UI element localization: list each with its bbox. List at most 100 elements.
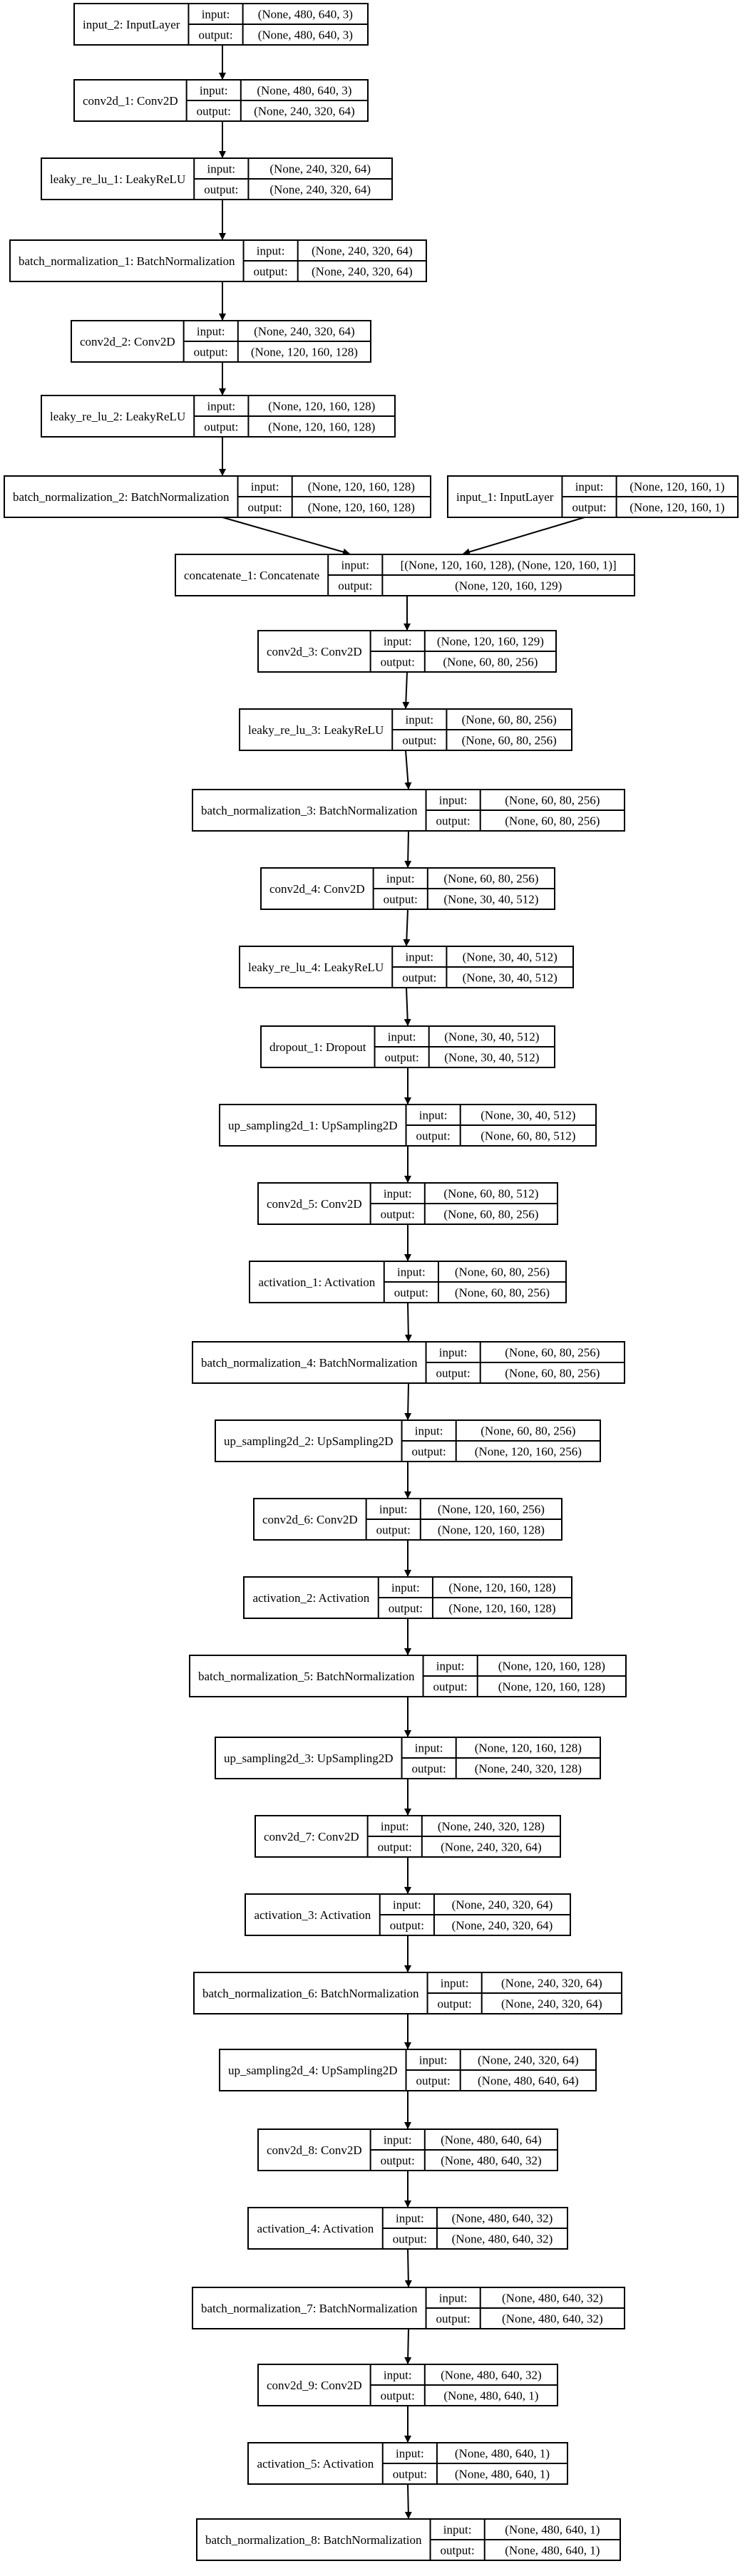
input-port-label: input: <box>443 2523 472 2537</box>
edge-batch_normalization_2-to-concatenate_1 <box>222 517 350 556</box>
output-port-label: output: <box>198 29 232 42</box>
input-port-label: input: <box>379 1503 408 1516</box>
input-port-label: input: <box>197 325 225 338</box>
input-shape: (None, 240, 320, 64) <box>254 325 355 338</box>
output-shape: (None, 480, 640, 1) <box>455 2468 550 2481</box>
layer-label: conv2d_2: Conv2D <box>80 335 175 348</box>
output-shape: (None, 60, 80, 256) <box>443 1208 538 1221</box>
input-shape: (None, 60, 80, 256) <box>443 872 538 886</box>
input-shape: (None, 120, 160, 1) <box>630 480 724 494</box>
output-shape: (None, 60, 80, 256) <box>505 814 600 828</box>
input-shape: (None, 60, 80, 256) <box>505 1346 600 1360</box>
input-shape: (None, 480, 640, 32) <box>441 2369 542 2382</box>
output-shape: (None, 240, 320, 64) <box>312 265 413 279</box>
input-shape: (None, 30, 40, 512) <box>481 1109 575 1122</box>
layer-label: up_sampling2d_2: UpSampling2D <box>224 1434 394 1448</box>
output-port-label: output: <box>254 265 288 279</box>
input-port-label: input: <box>207 162 235 176</box>
output-shape: (None, 120, 160, 1) <box>630 501 724 514</box>
input-shape: (None, 240, 320, 64) <box>452 1898 553 1912</box>
layer-label: batch_normalization_7: BatchNormalizatio… <box>201 2302 418 2315</box>
input-shape: (None, 30, 40, 512) <box>444 1030 539 1044</box>
edge-leaky_re_lu_3-to-batch_normalization_3 <box>404 750 412 790</box>
input-port-label: input: <box>341 559 369 572</box>
input-shape: (None, 240, 320, 64) <box>269 162 371 176</box>
output-shape: (None, 120, 160, 256) <box>475 1445 582 1459</box>
layer-label: conv2d_7: Conv2D <box>264 1830 359 1843</box>
edges-layer <box>219 45 585 2519</box>
input-port-label: input: <box>388 1030 416 1044</box>
layer-node-batch_normalization_4: batch_normalization_4: BatchNormalizatio… <box>192 1341 625 1384</box>
layer-node-up_sampling2d_3: up_sampling2d_3: UpSampling2D input: outpu… <box>215 1737 601 1779</box>
input-port-label: input: <box>384 635 412 648</box>
input-shape: (None, 240, 320, 64) <box>478 2054 579 2067</box>
layer-label: dropout_1: Dropout <box>269 1040 366 1054</box>
input-shape: (None, 30, 40, 512) <box>463 951 558 964</box>
layer-label: up_sampling2d_4: UpSampling2D <box>228 2064 398 2077</box>
input-port-label: input: <box>381 1820 409 1833</box>
layer-node-batch_normalization_5: batch_normalization_5: BatchNormalizatio… <box>189 1655 627 1697</box>
output-port-label: output: <box>416 2074 451 2088</box>
input-port-label: input: <box>415 1742 443 1755</box>
output-shape: (None, 60, 80, 256) <box>455 1286 550 1300</box>
output-port-label: output: <box>572 501 606 514</box>
input-port-label: input: <box>439 2292 468 2305</box>
output-port-label: output: <box>390 1919 424 1933</box>
layer-node-activation_1: activation_1: Activationinput:output:(No… <box>249 1261 567 1303</box>
input-shape: (None, 480, 640, 1) <box>505 2523 600 2537</box>
output-shape: (None, 120, 160, 128) <box>251 346 358 359</box>
output-port-label: output: <box>438 1997 472 2011</box>
input-port-label: input: <box>441 1977 469 1990</box>
output-shape: (None, 240, 320, 64) <box>269 183 371 197</box>
output-port-label: output: <box>436 2312 471 2326</box>
output-shape: (None, 240, 320, 64) <box>501 1997 602 2011</box>
output-shape: (None, 240, 320, 64) <box>441 1841 542 1854</box>
input-shape: (None, 120, 160, 128) <box>308 480 415 494</box>
layer-label: conv2d_6: Conv2D <box>262 1513 358 1526</box>
layer-node-up_sampling2d_1: up_sampling2d_1: UpSampling2Dinput:outpu… <box>219 1104 597 1147</box>
output-port-label: output: <box>378 1841 412 1854</box>
input-shape: (None, 120, 160, 128) <box>448 1581 555 1595</box>
input-shape: (None, 60, 80, 512) <box>443 1187 538 1201</box>
edge-batch_normalization_4-to-up_sampling2d_2 <box>404 1382 412 1420</box>
output-port-label: output: <box>384 893 418 906</box>
input-shape: (None, 120, 160, 128) <box>268 400 375 413</box>
output-port-label: output: <box>412 1762 446 1776</box>
output-shape: (None, 480, 640, 3) <box>258 29 353 42</box>
input-shape: (None, 120, 160, 256) <box>438 1503 545 1516</box>
output-port-label: output: <box>393 2233 427 2246</box>
input-shape: (None, 480, 640, 3) <box>258 8 353 21</box>
input-shape: (None, 240, 320, 64) <box>312 244 413 258</box>
input-port-label: input: <box>436 1660 465 1673</box>
input-shape: (None, 480, 640, 32) <box>502 2292 603 2305</box>
output-shape: (None, 60, 80, 256) <box>505 1367 600 1380</box>
output-shape: (None, 120, 160, 128) <box>308 501 415 514</box>
input-shape: (None, 480, 640, 64) <box>441 2133 542 2147</box>
layer-label: conv2d_9: Conv2D <box>267 2379 362 2392</box>
output-port-label: output: <box>402 734 436 748</box>
layer-label: batch_normalization_2: BatchNormalizatio… <box>13 490 230 504</box>
layer-label: up_sampling2d_3: UpSampling2D <box>224 1752 394 1765</box>
input-shape: (None, 480, 640, 3) <box>257 84 351 98</box>
layer-label: conv2d_5: Conv2D <box>267 1197 362 1211</box>
layer-label: activation_3: Activation <box>254 1908 371 1922</box>
input-shape: (None, 120, 160, 128) <box>475 1742 582 1755</box>
layer-label: activation_5: Activation <box>257 2457 374 2471</box>
output-port-label: output: <box>381 1208 415 1221</box>
layer-label: leaky_re_lu_1: LeakyReLU <box>50 172 185 186</box>
output-shape: (None, 60, 80, 512) <box>481 1129 575 1143</box>
output-port-label: output: <box>436 814 471 828</box>
output-shape: (None, 240, 320, 128) <box>475 1762 582 1776</box>
input-port-label: input: <box>575 480 604 494</box>
layer-node-activation_5: activation_5: Activationinput:output:(No… <box>247 2442 568 2485</box>
output-port-label: output: <box>394 1286 428 1300</box>
layer-node-batch_normalization_7: batch_normalization_7: BatchNormalizatio… <box>192 2287 625 2329</box>
output-port-label: output: <box>248 501 282 514</box>
layer-node-batch_normalization_3: batch_normalization_3: BatchNormalizatio… <box>192 789 625 832</box>
